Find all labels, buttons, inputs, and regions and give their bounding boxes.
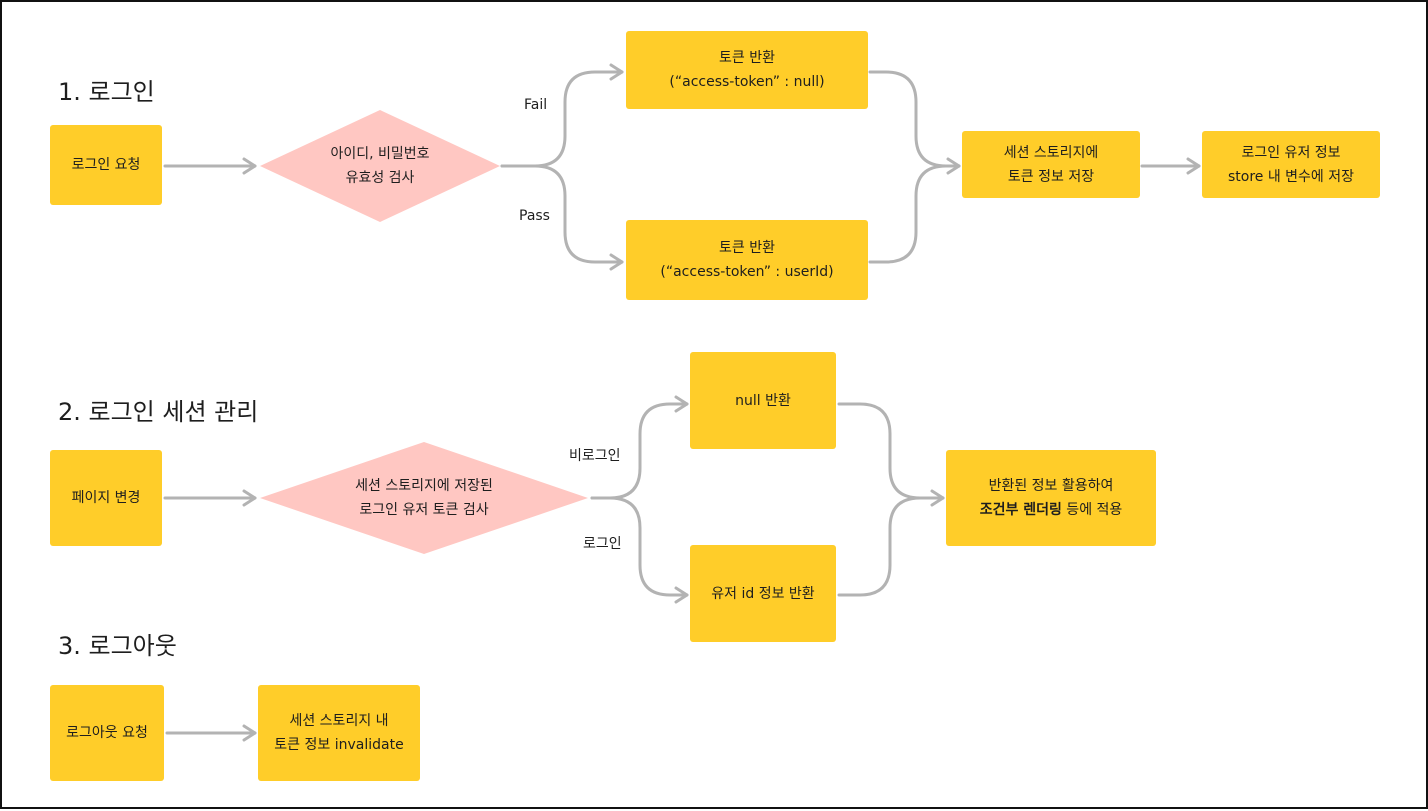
arrowhead <box>242 157 257 175</box>
node-label-line2: (“access-token” : userId) <box>660 264 834 280</box>
arrowhead <box>674 586 689 604</box>
arrowhead <box>242 489 257 507</box>
apply-rendering-node: 반환된 정보 활용하여 조건부 렌더링 등에 적용 <box>946 450 1156 546</box>
edge-null-to-apply <box>837 402 945 500</box>
user-id-return-node: 유저 id 정보 반환 <box>690 545 836 642</box>
edge-check-to-null <box>590 402 689 500</box>
invalidate-token-node: 세션 스토리지 내 토큰 정보 invalidate <box>258 685 420 781</box>
plain-text: 등에 적용 <box>1061 502 1123 518</box>
edge-id-to-apply <box>837 496 945 597</box>
logout-request-node: 로그아웃 요청 <box>50 685 164 781</box>
section-title-login: 1. 로그인 <box>58 78 155 106</box>
decision-shape <box>260 442 588 554</box>
section-title-logout: 3. 로그아웃 <box>58 632 177 660</box>
fail-token-node: 토큰 반환 (“access-token” : null) <box>626 31 868 109</box>
node-label-line1: 반환된 정보 활용하여 <box>988 478 1114 494</box>
node-label-line1: 아이디, 비밀번호 <box>330 146 430 162</box>
login-request-node: 로그인 요청 <box>50 125 162 205</box>
node-label: 유저 id 정보 반환 <box>711 585 815 602</box>
session-storage-node: 세션 스토리지에 토큰 정보 저장 <box>962 131 1140 198</box>
node-label-line1: 토큰 반환 <box>719 50 775 66</box>
node-label-line1: 토큰 반환 <box>719 240 775 256</box>
node-label-line2: (“access-token” : null) <box>669 74 825 90</box>
node-label: null 반환 <box>735 392 791 409</box>
node-label-line2: 유효성 검사 <box>345 170 415 186</box>
node-label: 로그아웃 요청 <box>66 725 148 741</box>
arrowhead <box>609 253 624 271</box>
arrowhead <box>946 157 961 175</box>
edge-label-not-logged-in: 비로그인 <box>569 448 621 464</box>
edge-label-fail: Fail <box>524 97 548 113</box>
node-label-line1: 세션 스토리지에 <box>1003 144 1099 161</box>
edge-validate-to-pass <box>500 164 624 264</box>
edge-validate-to-fail <box>500 70 624 168</box>
node-label-line1: 세션 스토리지 내 <box>289 713 389 729</box>
page-change-node: 페이지 변경 <box>50 450 162 546</box>
node-label-line2: 토큰 정보 저장 <box>1007 168 1095 185</box>
store-variable-node: 로그인 유저 정보 store 내 변수에 저장 <box>1202 131 1380 198</box>
edge-label-pass: Pass <box>519 208 550 224</box>
arrowhead <box>674 395 689 413</box>
arrowhead <box>930 489 945 507</box>
token-check-decision-node: 세션 스토리지에 저장된 로그인 유저 토큰 검사 <box>258 440 590 556</box>
node-label-line1: 세션 스토리지에 저장된 <box>355 478 493 494</box>
bold-text: 조건부 렌더링 <box>979 502 1062 518</box>
node-label: 로그인 요청 <box>71 157 141 173</box>
node-label-line1: 로그인 유저 정보 <box>1241 144 1341 161</box>
pass-token-node: 토큰 반환 (“access-token” : userId) <box>626 220 868 300</box>
node-label-line2: 로그인 유저 토큰 검사 <box>359 502 489 518</box>
validate-decision-node: 아이디, 비밀번호 유효성 검사 <box>258 108 502 224</box>
decision-shape <box>260 110 500 222</box>
arrowhead <box>609 63 624 81</box>
node-label-line2: 조건부 렌더링 등에 적용 <box>980 498 1123 522</box>
arrowhead <box>242 724 257 742</box>
edge-check-to-id <box>590 496 689 597</box>
edge-fail-to-session <box>868 70 961 168</box>
node-label: 페이지 변경 <box>71 490 141 506</box>
edge-pass-to-session <box>868 164 961 264</box>
node-label-line2: store 내 변수에 저장 <box>1227 168 1355 185</box>
arrowhead <box>1186 157 1201 175</box>
edge-label-logged-in: 로그인 <box>583 536 622 552</box>
node-label-line2: 토큰 정보 invalidate <box>274 737 404 753</box>
section-title-session: 2. 로그인 세션 관리 <box>58 398 259 426</box>
null-return-node: null 반환 <box>690 352 836 449</box>
